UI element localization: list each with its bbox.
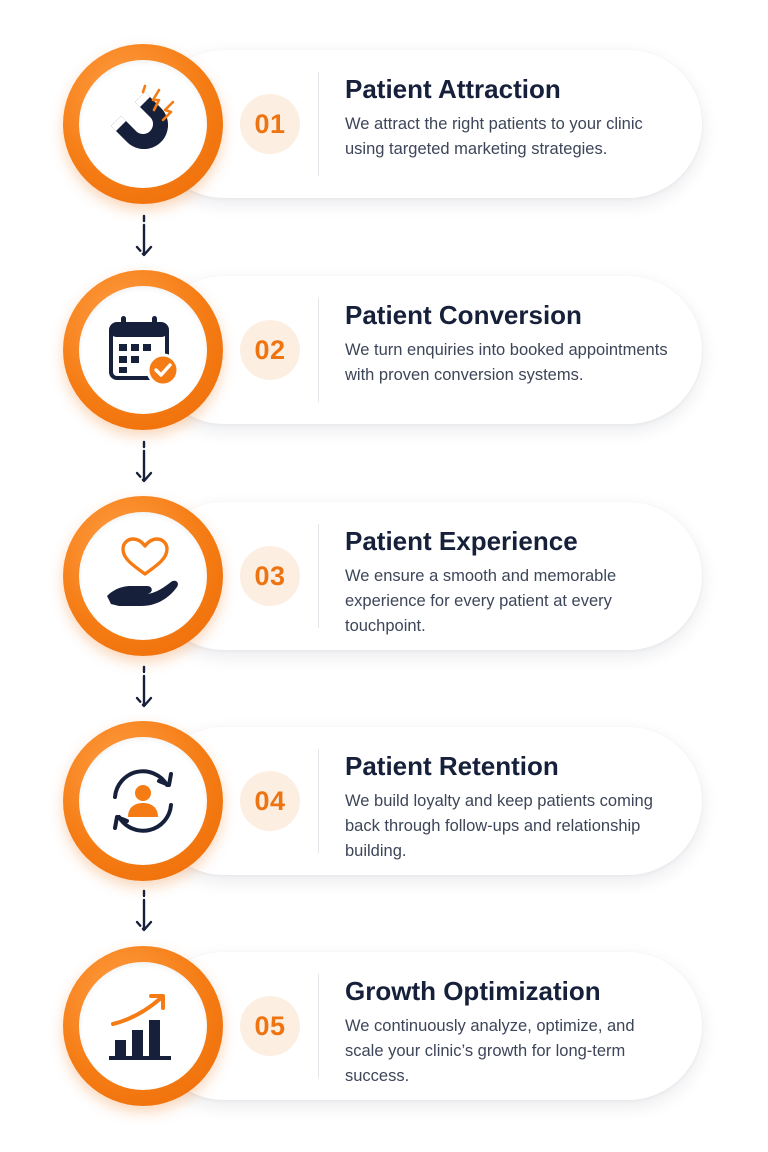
down-arrow-icon — [133, 440, 155, 486]
divider — [318, 974, 319, 1078]
down-arrow-icon — [133, 214, 155, 260]
magnet-icon — [111, 84, 175, 150]
retention-cycle-icon — [113, 769, 173, 833]
step-patient-attraction: 01 Patient Attraction We attract the rig… — [0, 44, 768, 204]
down-arrow-icon — [133, 665, 155, 711]
step-description: We turn enquiries into booked appointmen… — [345, 341, 668, 384]
step-patient-retention: 04 Patient Retention We build loyalty an… — [0, 721, 768, 881]
icon-circle — [79, 737, 207, 865]
step-title: Patient Attraction — [345, 74, 561, 104]
step-description: We ensure a smooth and memorable experie… — [345, 567, 617, 635]
divider — [318, 298, 319, 402]
step-number: 05 — [240, 996, 300, 1056]
icon-badge — [63, 44, 223, 204]
icon-badge — [63, 270, 223, 430]
step-number: 04 — [240, 771, 300, 831]
step-number: 02 — [240, 320, 300, 380]
step-patient-conversion: 02 Patient Conversion We turn enquiries … — [0, 270, 768, 430]
step-description: We attract the right patients to your cl… — [345, 115, 643, 158]
step-description: We continuously analyze, optimize, and s… — [345, 1017, 635, 1085]
step-number: 01 — [240, 94, 300, 154]
growth-chart-icon — [109, 994, 171, 1060]
icon-circle — [79, 512, 207, 640]
icon-badge — [63, 946, 223, 1106]
icon-badge — [63, 721, 223, 881]
step-title: Growth Optimization — [345, 976, 601, 1006]
step-growth-optimization: 05 Growth Optimization We continuously a… — [0, 946, 768, 1106]
divider — [318, 524, 319, 628]
heart-hand-icon — [107, 537, 178, 606]
calendar-check-icon — [109, 316, 180, 387]
step-patient-experience: 03 Patient Experience We ensure a smooth… — [0, 496, 768, 656]
down-arrow-icon — [133, 889, 155, 935]
step-description: We build loyalty and keep patients comin… — [345, 792, 653, 860]
icon-circle — [79, 286, 207, 414]
step-title: Patient Conversion — [345, 300, 582, 330]
icon-circle — [79, 962, 207, 1090]
step-title: Patient Retention — [345, 751, 559, 781]
divider — [318, 72, 319, 176]
icon-circle — [79, 60, 207, 188]
divider — [318, 749, 319, 853]
icon-badge — [63, 496, 223, 656]
step-title: Patient Experience — [345, 526, 578, 556]
step-number: 03 — [240, 546, 300, 606]
